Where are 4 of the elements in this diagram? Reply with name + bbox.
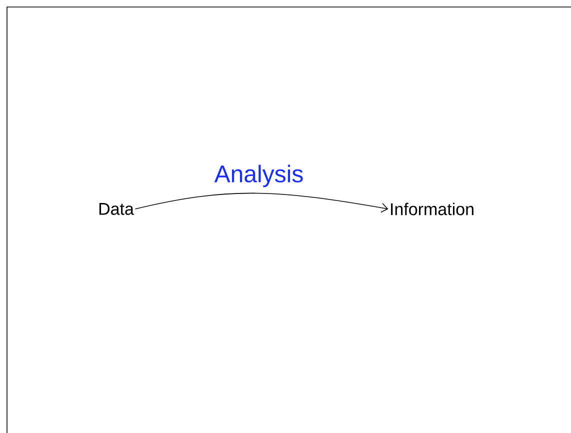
arrow [134,192,388,213]
edge-label: Analysis [214,164,303,188]
node-label: Data [99,203,134,215]
node-label: Information [391,202,474,216]
